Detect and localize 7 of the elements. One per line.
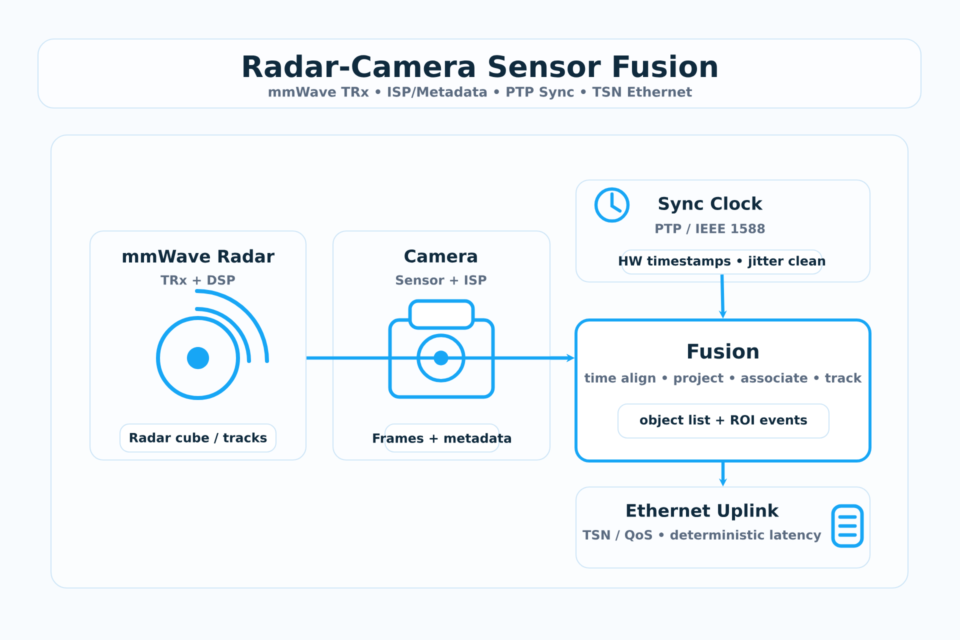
data-pill: HW timestamps • jitter clean <box>619 249 826 275</box>
data-pill: Radar cube / tracks <box>119 423 277 453</box>
title: Radar-Camera Sensor Fusion <box>244 54 717 78</box>
data-pill: object list + ROI events <box>617 403 830 439</box>
data-pill: Frames + metadata <box>373 423 511 453</box>
subtitle: mmWave TRx • ISP/Metadata • PTP Sync • TSN Ethernet <box>268 86 692 100</box>
component-box: Ethernet Uplink TSN / QoS • deterministic latency <box>575 486 871 569</box>
